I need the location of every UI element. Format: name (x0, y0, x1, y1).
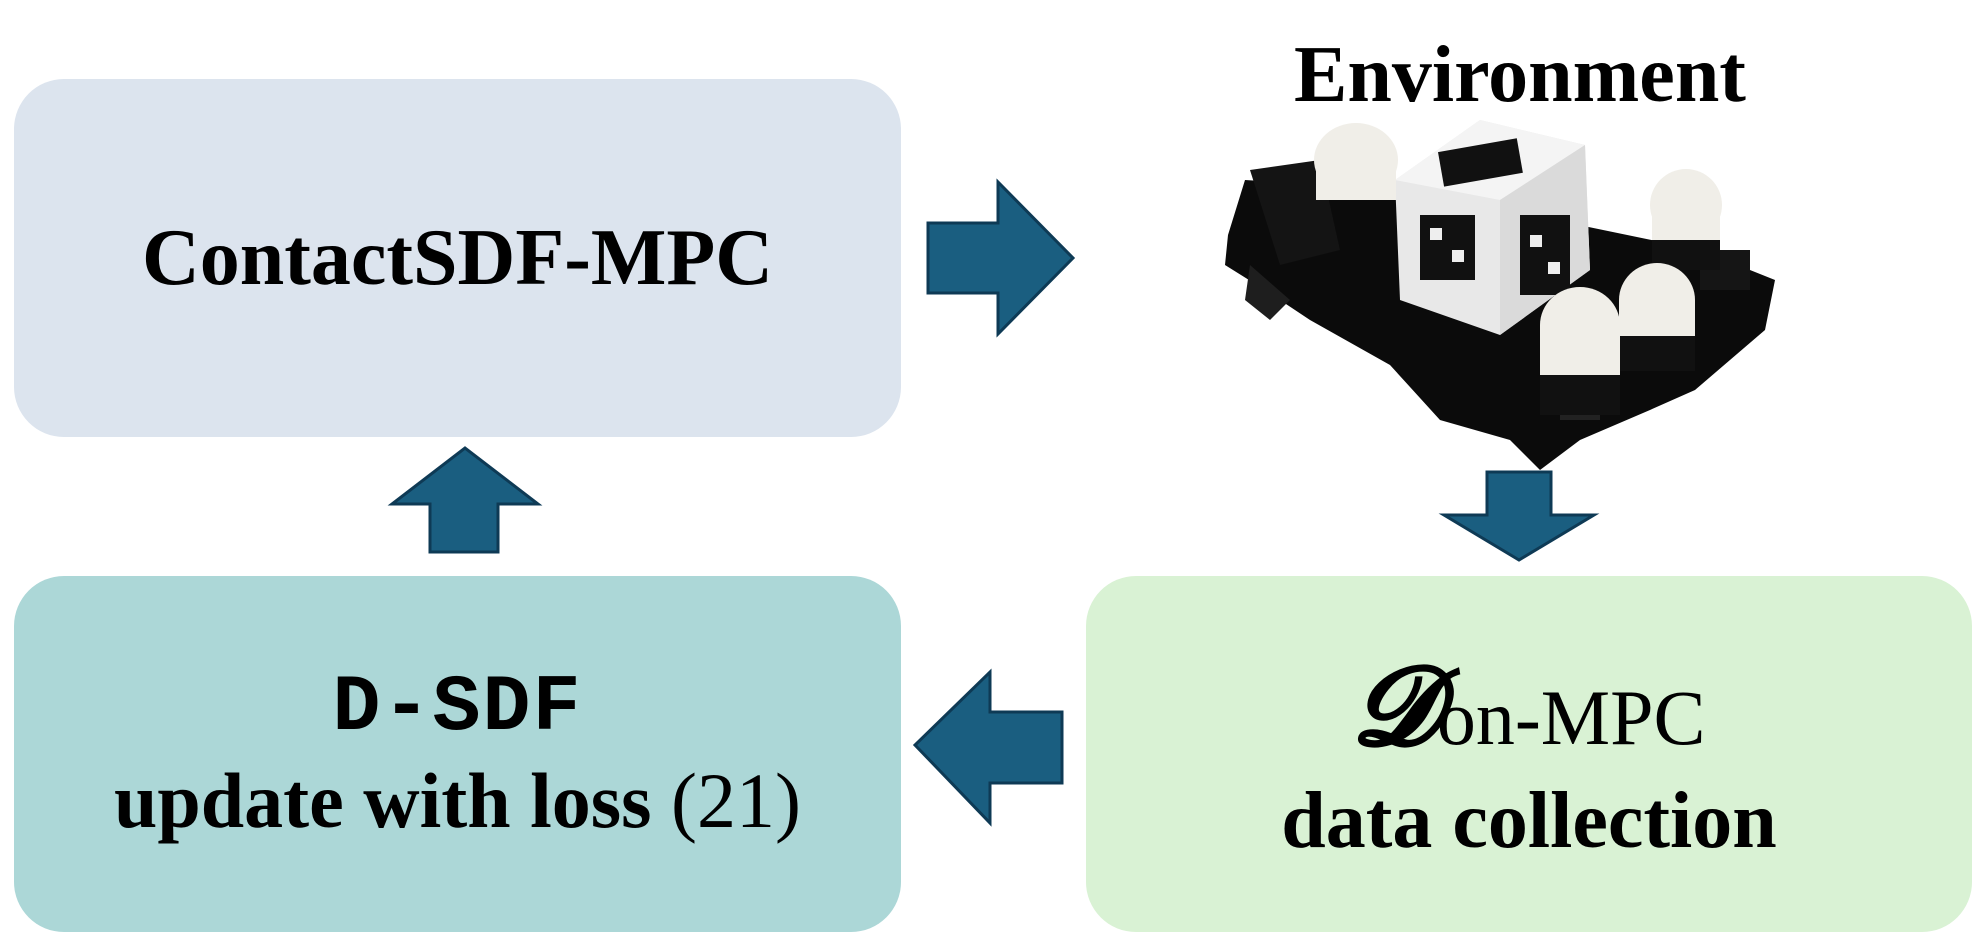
data-collection-label: data collection (1281, 777, 1777, 865)
contactsdf-mpc-box: ContactSDF-MPC (14, 79, 901, 437)
dsdf-name: D-SDF (332, 662, 583, 754)
data-collection-box: 𝓓 on-MPC data collection (1086, 576, 1972, 932)
dataset-heading: 𝓓 on-MPC (1352, 641, 1705, 772)
arrow-right-icon (926, 178, 1076, 338)
arrow-down-icon (1438, 470, 1600, 562)
dsdf-update-line: update with loss (21) (114, 756, 801, 846)
dsdf-box: D-SDF update with loss (21) (14, 576, 901, 932)
arrow-left-icon (912, 668, 1064, 827)
contactsdf-mpc-label: ContactSDF-MPC (142, 213, 773, 302)
dsdf-update-text: update with loss (114, 756, 671, 844)
dataset-symbol: 𝓓 (1352, 641, 1437, 770)
environment-title: Environment (1294, 31, 1746, 119)
dataset-subscript: on-MPC (1436, 674, 1706, 761)
loss-equation-ref: (21) (671, 756, 801, 844)
arrow-up-icon (387, 446, 543, 554)
